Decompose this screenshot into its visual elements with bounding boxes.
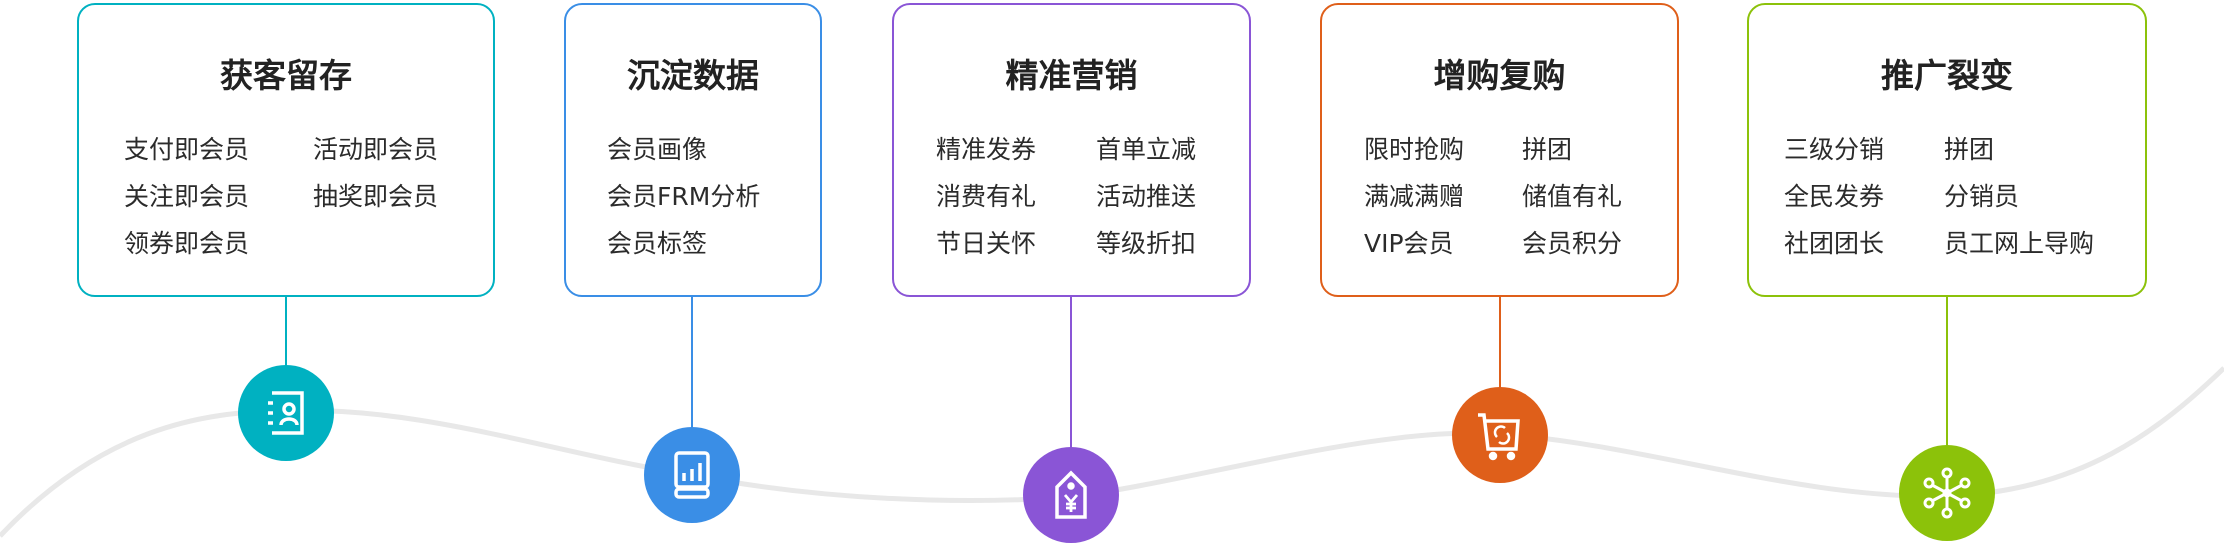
network-icon [1923,467,1971,519]
stage-card-acquisition: 获客留存 支付即会员 活动即会员 关注即会员 抽奖即会员 领券即会员 [77,3,495,297]
stage-card-marketing: 精准营销 精准发券 首单立减 消费有礼 活动推送 节日关怀 等级折扣 [892,3,1251,297]
stage-card-repurchase: 增购复购 限时抢购 拼团 满减满赠 储值有礼 VIP会员 会员积分 [1320,3,1679,297]
stage-card-referral: 推广裂变 三级分销 拼团 全民发券 分销员 社团团长 员工网上导购 [1747,3,2147,297]
stage-item: 会员FRM分析 [607,182,761,211]
stage-item: 支付即会员 [124,135,250,164]
connector-line [691,297,693,429]
stage-node-acquisition [238,365,334,461]
stage-item: 节日关怀 [936,229,1037,258]
data-chart-icon [674,451,710,499]
stage-item: 关注即会员 [124,182,250,211]
stage-item: 限时抢购 [1364,135,1465,164]
connector-line [1070,297,1072,449]
stage-item: 会员积分 [1522,229,1623,258]
cart-refresh-icon [1478,413,1520,461]
stage-title: 获客留存 [220,56,352,95]
connector-line [1499,297,1501,389]
stage-item: 等级折扣 [1096,229,1197,258]
stage-item: 抽奖即会员 [313,182,439,211]
stage-title: 推广裂变 [1881,56,2013,95]
stage-title: 沉淀数据 [627,56,759,95]
stage-item: 满减满赠 [1364,182,1465,211]
stage-item: 活动推送 [1096,182,1197,211]
stage-title: 增购复购 [1433,56,1566,95]
stage-node-referral [1899,445,1995,541]
stage-item: 分销员 [1944,182,2020,211]
stage-title: 精准营销 [1005,56,1138,95]
connector-line [285,297,287,367]
stage-item: 拼团 [1522,135,1573,164]
stage-item: 精准发券 [936,135,1037,164]
connector-line [1946,297,1948,447]
member-card-icon [268,391,304,435]
stage-item: 社团团长 [1784,229,1885,258]
stage-item: 会员画像 [607,135,708,164]
stage-node-data [644,427,740,523]
price-tag-icon [1055,470,1087,519]
stage-item: 三级分销 [1784,135,1885,164]
stage-item: 全民发券 [1784,182,1885,211]
stage-item: 活动即会员 [313,135,439,164]
stage-node-repurchase [1452,387,1548,483]
stage-item: 员工网上导购 [1944,229,2095,258]
stage-item: 拼团 [1944,135,1995,164]
stage-card-data: 沉淀数据 会员画像 会员FRM分析 会员标签 [564,3,822,297]
stage-item: 首单立减 [1096,135,1197,164]
stage-item: 储值有礼 [1522,182,1623,211]
stage-item: 领券即会员 [124,229,250,258]
stage-item: VIP会员 [1364,229,1454,258]
stage-item: 会员标签 [607,229,708,258]
stage-node-marketing [1023,447,1119,543]
stage-item: 消费有礼 [936,182,1037,211]
